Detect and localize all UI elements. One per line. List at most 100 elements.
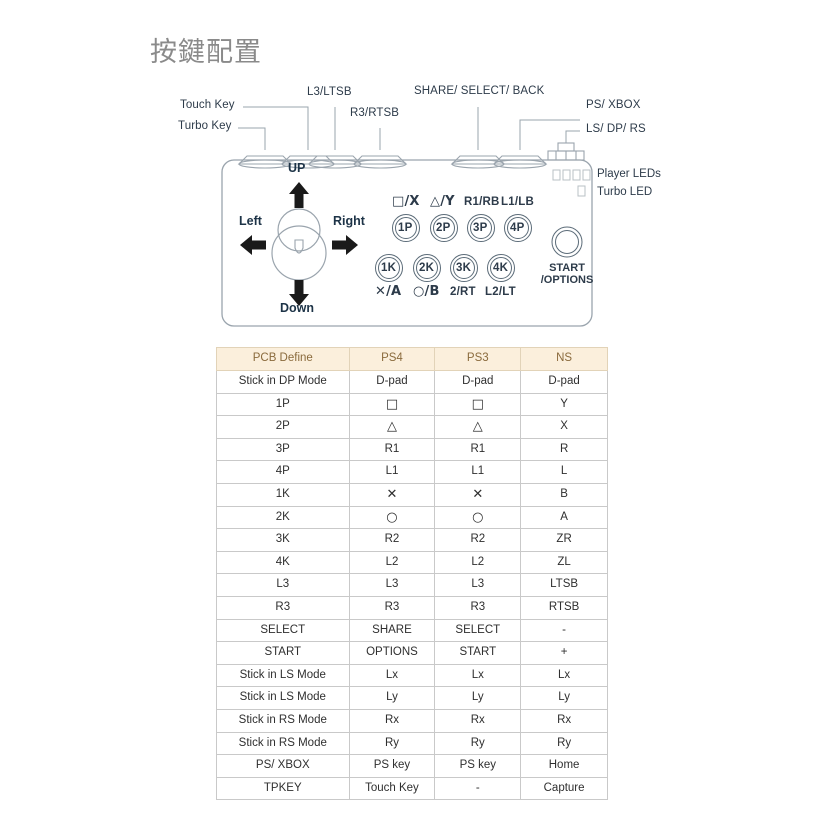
table-row: 2K○○A [216, 505, 608, 530]
callout-label-turbo-key: Turbo Key [178, 120, 232, 132]
cell-pcb-define: 4K [216, 550, 350, 575]
action-button-2p [430, 214, 458, 242]
action-button-3k [450, 254, 478, 282]
column-header-ns: NS [520, 347, 608, 371]
button-caption-circle-b: ○/B [413, 284, 440, 299]
cell-mapping: RTSB [520, 595, 608, 620]
turbo-led-label: Turbo LED [597, 186, 653, 198]
cell-mapping: ✕ [434, 482, 522, 507]
cell-mapping: Ry [348, 731, 436, 756]
cell-mapping: + [520, 641, 608, 665]
table-row: 1P□□Y [216, 392, 608, 417]
cell-mapping: R2 [348, 528, 436, 552]
action-button-1k [375, 254, 403, 282]
button-l3 [307, 155, 363, 169]
cell-mapping: SHARE [348, 618, 436, 643]
cell-mapping: □ [348, 392, 436, 417]
callout-label-touch-key: Touch Key [180, 99, 235, 111]
button-text-2p[interactable]: 2P [436, 222, 451, 234]
direction-arrows [240, 182, 358, 306]
cell-pcb-define: 1K [216, 482, 350, 507]
cell-mapping: Capture [520, 776, 608, 801]
cell-mapping: LTSB [520, 573, 608, 597]
cell-pcb-define: L3 [216, 573, 350, 597]
button-caption-square-x: □/X [392, 194, 420, 209]
cell-pcb-define: Stick in DP Mode [216, 370, 350, 394]
cell-mapping: R [520, 437, 608, 462]
action-button-4k [487, 254, 515, 282]
cell-mapping: Ly [520, 686, 608, 710]
cell-pcb-define: Stick in LS Mode [216, 686, 350, 710]
cell-mapping: L2 [348, 550, 436, 575]
cell-mapping: L3 [434, 573, 522, 597]
cell-mapping: Y [520, 392, 608, 417]
button-text-1p[interactable]: 1P [398, 222, 413, 234]
cell-pcb-define: 1P [216, 392, 350, 417]
cell-mapping: Ly [348, 686, 436, 710]
button-text-3p[interactable]: 3P [473, 222, 488, 234]
action-buttons [375, 214, 583, 282]
cell-pcb-define: 3P [216, 437, 350, 462]
leader-lines [238, 106, 580, 150]
action-button-3p [467, 214, 495, 242]
callout-label-share: SHARE/ SELECT/ BACK [414, 85, 545, 97]
cell-mapping: OPTIONS [348, 641, 436, 665]
table-row: 2P△△X [216, 415, 608, 439]
button-text-2k[interactable]: 2K [419, 262, 435, 274]
cell-mapping: Rx [434, 708, 522, 733]
cell-mapping: PS key [348, 754, 436, 778]
callout-label-r3-rtsb: R3/RTSB [350, 107, 400, 119]
button-text-3k[interactable]: 3K [456, 262, 472, 274]
cell-mapping: R3 [434, 595, 522, 620]
direction-label-down: Down [280, 301, 315, 315]
cell-pcb-define: START [216, 641, 350, 665]
joystick [271, 208, 327, 281]
cell-mapping: D-pad [434, 370, 522, 394]
column-header-ps3: PS3 [434, 347, 522, 371]
button-text-1k[interactable]: 1K [381, 262, 397, 274]
cell-pcb-define: Stick in RS Mode [216, 731, 350, 756]
callout-label-ps-xbox: PS/ XBOX [586, 99, 641, 111]
cell-mapping: R1 [348, 437, 436, 462]
cell-mapping: Touch Key [348, 776, 436, 801]
cell-mapping: PS key [434, 754, 522, 778]
page-title: 按鍵配置 [150, 37, 262, 67]
button-text-4p[interactable]: 4P [510, 222, 525, 234]
direction-label-up: UP [288, 161, 306, 175]
start-options-label-line2: /OPTIONS [540, 274, 594, 286]
switch-ls-dp-rs [547, 142, 585, 161]
button-caption-triangle-y: △/Y [430, 194, 455, 209]
action-button-4p [504, 214, 532, 242]
start-options-label-line1: START [549, 262, 585, 274]
cell-mapping: D-pad [348, 370, 436, 394]
cell-mapping: R2 [434, 528, 522, 552]
cell-pcb-define: Stick in LS Mode [216, 663, 350, 688]
cell-mapping: R1 [434, 437, 522, 462]
cell-mapping: L3 [348, 573, 436, 597]
cell-mapping: R3 [348, 595, 436, 620]
cell-mapping: □ [434, 392, 522, 417]
column-header-pcb-define: PCB Define [216, 347, 350, 371]
column-header-ps4: PS4 [348, 347, 436, 371]
cell-mapping: ○ [348, 505, 436, 530]
action-button-1p [392, 214, 420, 242]
cell-mapping: △ [348, 415, 436, 439]
cell-mapping: ✕ [348, 482, 436, 507]
button-caption-2-rt: 2/RT [450, 286, 476, 298]
cell-mapping: ZL [520, 550, 608, 575]
button-turbo [237, 155, 293, 169]
cell-mapping: START [434, 641, 522, 665]
cell-mapping: - [520, 618, 608, 643]
button-text-4k[interactable]: 4K [493, 262, 509, 274]
turbo-led [577, 185, 586, 197]
cell-mapping: Rx [348, 708, 436, 733]
cell-pcb-define: R3 [216, 595, 350, 620]
cell-pcb-define: 3K [216, 528, 350, 552]
cell-pcb-define: 2K [216, 505, 350, 530]
